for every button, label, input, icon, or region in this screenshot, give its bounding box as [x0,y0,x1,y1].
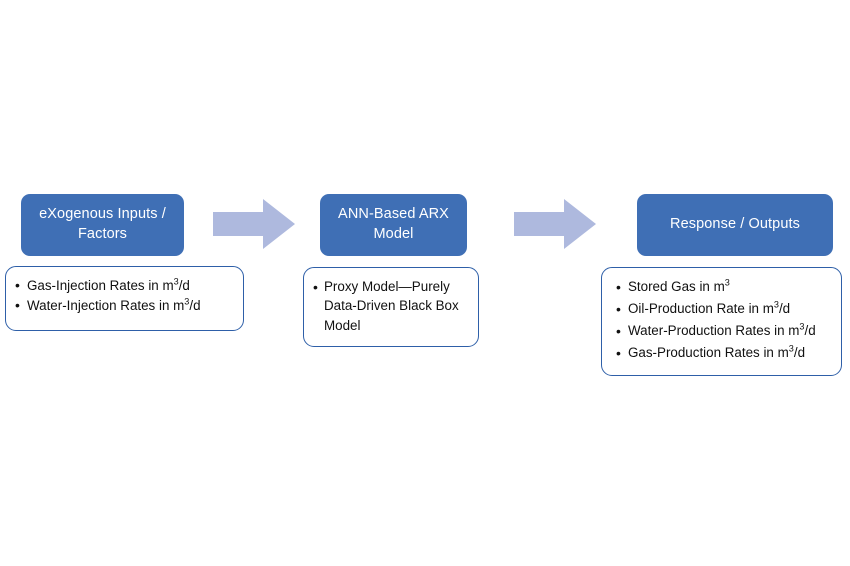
superscript: 3 [799,321,805,332]
arrow-right-icon [514,199,596,249]
list-item: Gas-Production Rates in m3/d [610,343,831,364]
stage-inputs-bullet-list: Gas-Injection Rates in m3/d Water-Inject… [14,275,233,316]
superscript: 3 [173,276,179,287]
stage-outputs-header-box: Response / Outputs [637,194,833,256]
list-item: Water-Production Rates in m3/d [610,321,831,342]
list-item: Stored Gas in m3 [610,276,831,297]
superscript: 3 [724,277,730,288]
arrow-right-icon [213,199,295,249]
list-item: Proxy Model—Purely Data-Driven Black Box… [312,276,468,335]
list-item: Gas-Injection Rates in m3/d [14,275,233,295]
stage-outputs-bullet-list: Stored Gas in m3 Oil-Production Rate in … [610,276,831,364]
list-item: Water-Injection Rates in m3/d [14,296,233,316]
list-item: Oil-Production Rate in m3/d [610,299,831,320]
stage-outputs-detail-box: Stored Gas in m3 Oil-Production Rate in … [601,267,842,376]
stage-model-header-box: ANN-Based ARX Model [320,194,467,256]
stage-outputs-header-label: Response / Outputs [670,216,800,233]
stage-inputs-header-label: eXogenous Inputs / Factors [39,206,166,242]
superscript: 3 [788,343,794,354]
superscript: 3 [773,299,779,310]
superscript: 3 [184,296,190,307]
stage-model-bullet-list: Proxy Model—Purely Data-Driven Black Box… [312,276,468,335]
stage-model-header-label: ANN-Based ARX Model [338,206,449,242]
stage-inputs-header-box: eXogenous Inputs / Factors [21,194,184,256]
stage-inputs-detail-box: Gas-Injection Rates in m3/d Water-Inject… [5,266,244,331]
stage-model-detail-box: Proxy Model—Purely Data-Driven Black Box… [303,267,479,347]
